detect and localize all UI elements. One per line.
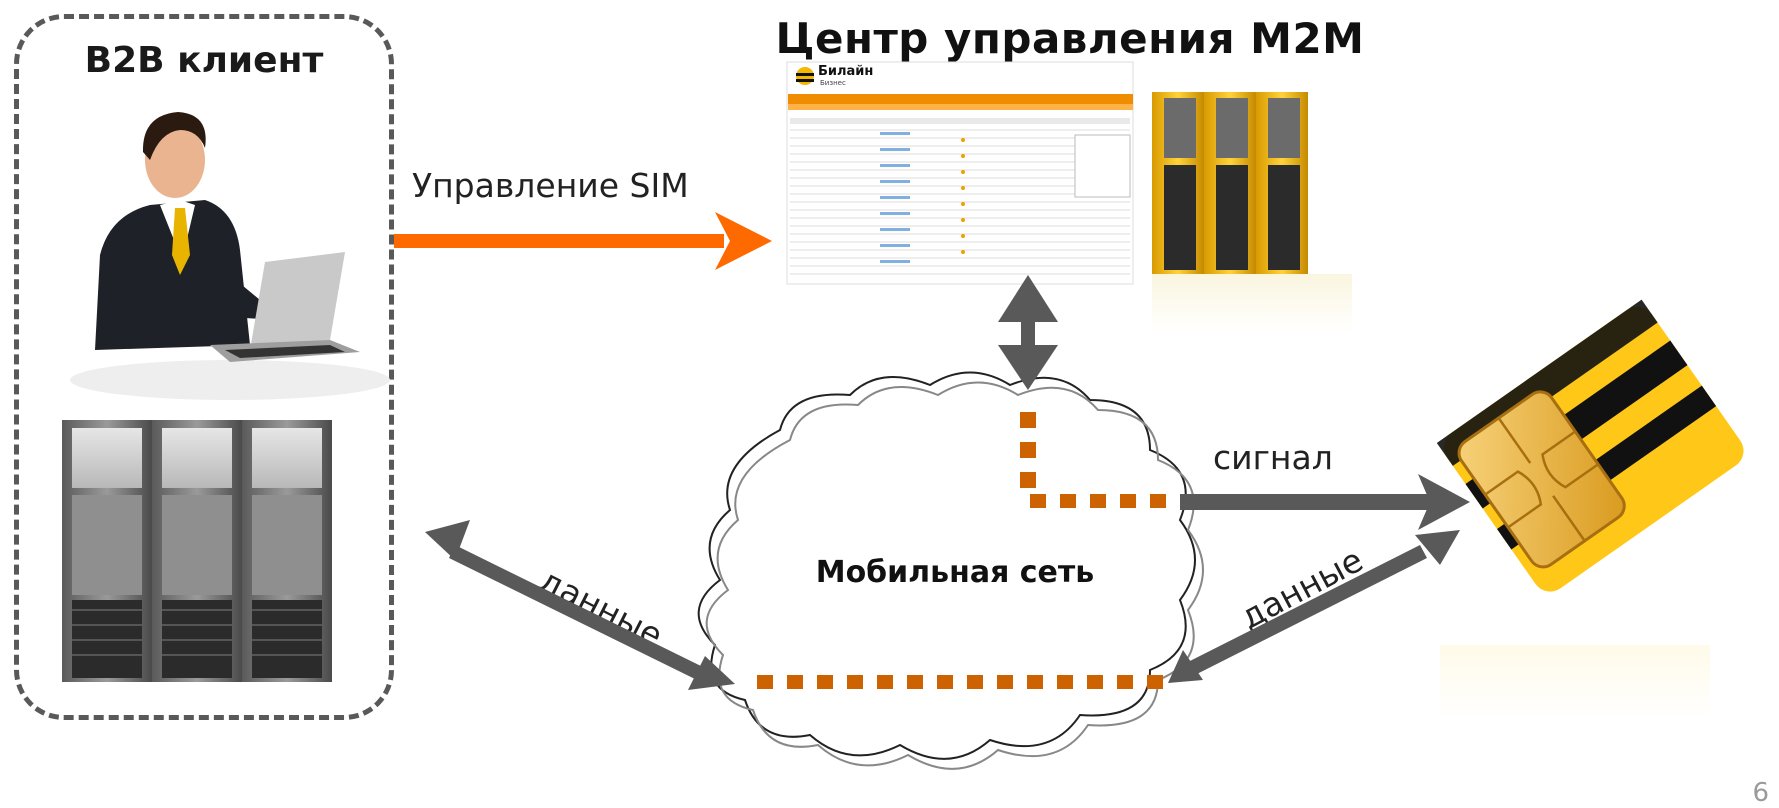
b2b-client-frame [14,14,394,720]
m2m-portal-screenshot [786,61,1134,285]
cloud-shadow-outline [705,381,1204,770]
mobile-network-label: Мобильная сеть [815,555,1095,590]
slide-number: 6 [1752,778,1769,808]
data-right-double-arrow [1168,530,1460,683]
server-rack-icon [1152,92,1352,332]
cloud-icon [697,371,1196,760]
data-dotted-path [757,675,1163,689]
signal-arrow [1180,474,1470,530]
sim-card-icon [1436,299,1744,720]
portal-logo-subtext: Бизнес [820,79,846,87]
signal-dotted-path [1020,412,1166,508]
server-rack-icon [62,420,332,682]
portal-network-double-arrow [998,275,1058,390]
b2b-client-title: B2B клиент [84,40,324,81]
portal-logo-text: Билайн [818,64,874,79]
sim-management-arrow [394,212,772,270]
signal-label: сигнал [1213,438,1333,477]
businessman-laptop-icon [70,112,390,400]
m2m-center-title: Центр управления M2M [775,14,1365,63]
sim-management-label: Управление SIM [412,166,689,205]
data-left-double-arrow [425,520,735,690]
